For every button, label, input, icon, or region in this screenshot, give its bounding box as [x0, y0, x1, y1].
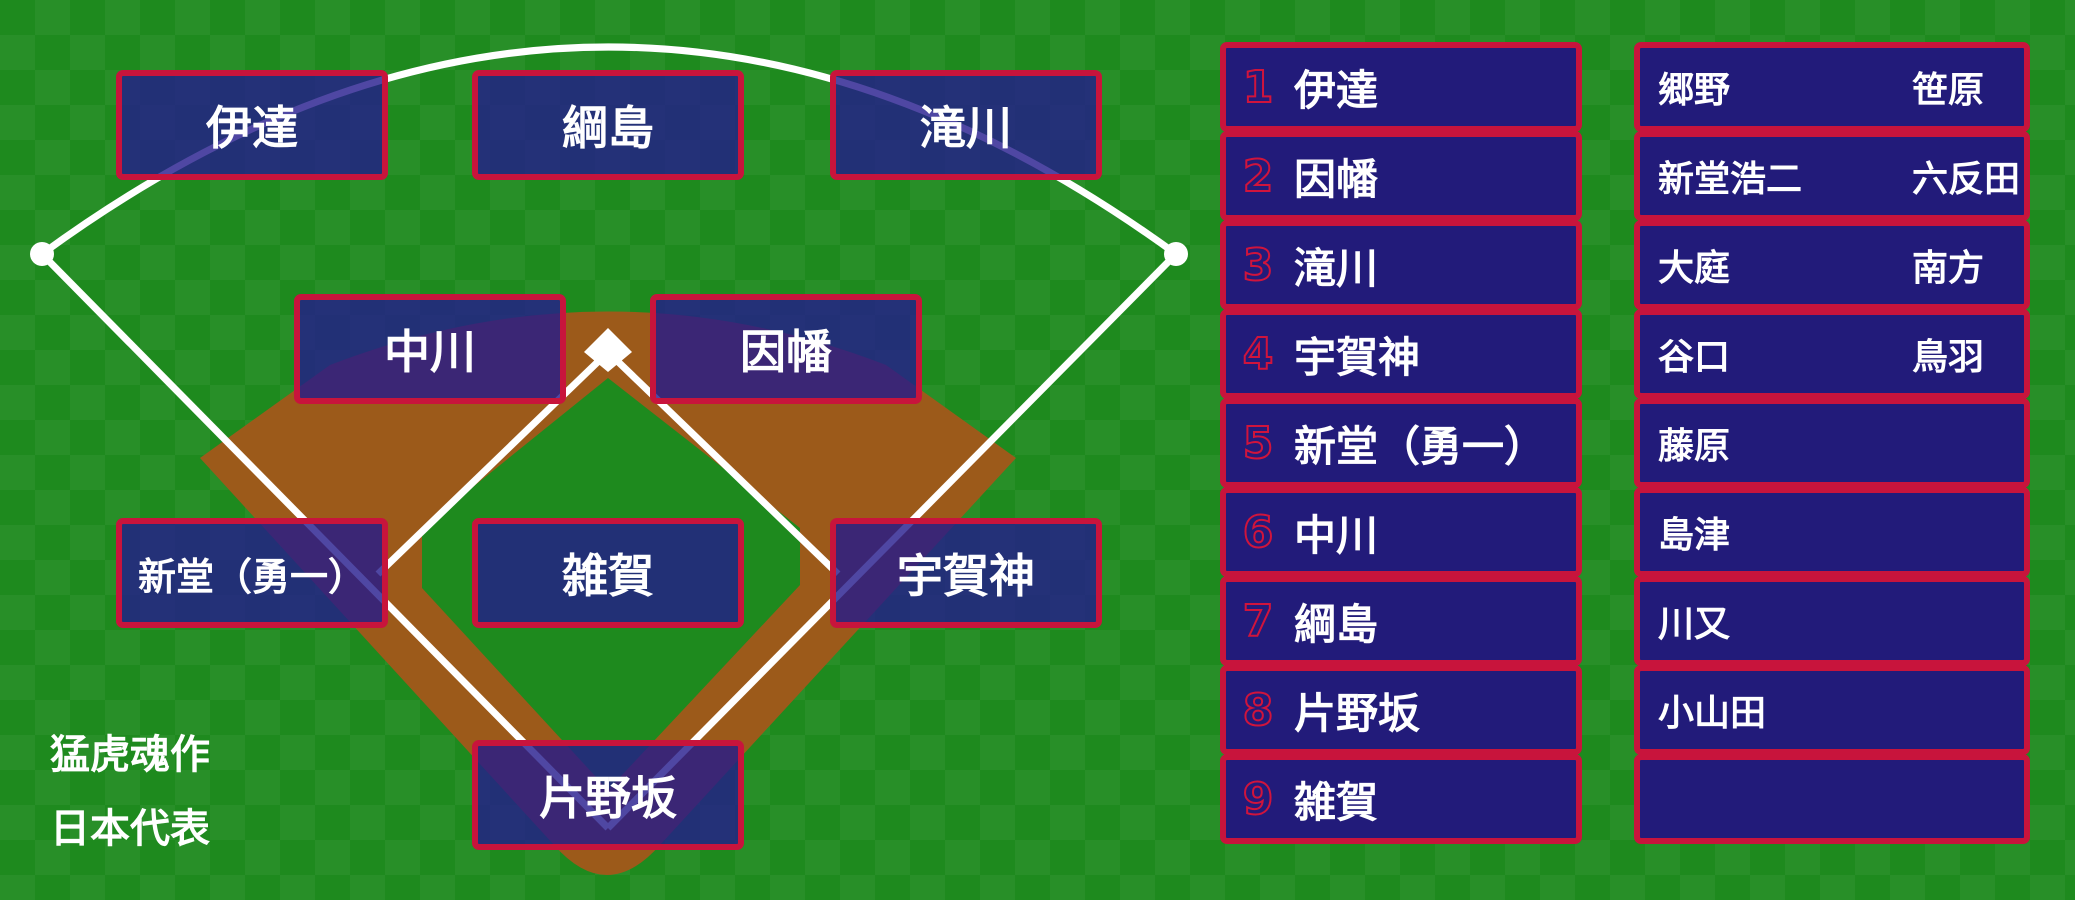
bench-player: 大庭 — [1658, 248, 1731, 289]
batting-order-name: 滝川 — [1294, 243, 1379, 293]
batting-order-number: 1 — [1242, 61, 1275, 114]
batting-order-row: 5 新堂（勇一） — [1220, 398, 1582, 488]
bench-player: 新堂浩二 — [1658, 159, 1803, 200]
batting-order-number: 4 — [1242, 328, 1275, 381]
position-left-field: 伊達 — [116, 70, 388, 180]
bench-row: 新堂浩二 六反田 — [1634, 131, 2030, 221]
batting-order-name: 宇賀神 — [1294, 332, 1421, 382]
bench-player: 鳥羽 — [1912, 337, 1985, 378]
bench-panel: 郷野 笹原 新堂浩二 六反田 大庭 南方 谷口 鳥羽 藤原 島津 川又 小山田 — [1634, 42, 2030, 844]
batting-order-row: 7 綱島 — [1220, 576, 1582, 666]
bench-player: 郷野 — [1658, 70, 1731, 111]
bench-row: 谷口 鳥羽 — [1634, 309, 2030, 399]
position-shortstop: 中川 — [294, 294, 566, 404]
position-pitcher: 雑賀 — [472, 518, 744, 628]
batting-order-number: 9 — [1242, 773, 1275, 826]
position-first-base: 宇賀神 — [830, 518, 1102, 628]
credit-line-1: 猛虎魂作 — [50, 732, 210, 778]
bench-player: 島津 — [1658, 515, 1731, 556]
batting-order-name: 伊達 — [1294, 65, 1379, 115]
credit-line-2: 日本代表 — [50, 806, 210, 852]
right-foul-pole — [1164, 242, 1188, 266]
bench-row: 郷野 笹原 — [1634, 42, 2030, 132]
bench-player: 笹原 — [1912, 70, 1985, 111]
bench-row-empty — [1634, 754, 2030, 844]
bench-row: 小山田 — [1634, 665, 2030, 755]
position-third-base: 新堂（勇一） — [116, 518, 388, 628]
baseline-second-first — [605, 349, 841, 577]
batting-order-row: 9 雑賀 — [1220, 754, 1582, 844]
bench-player: 藤原 — [1658, 426, 1731, 467]
second-base — [584, 328, 632, 372]
batting-order-row: 4 宇賀神 — [1220, 309, 1582, 399]
batting-order-number: 3 — [1242, 239, 1275, 292]
bench-row: 島津 — [1634, 487, 2030, 577]
bench-player: 小山田 — [1658, 693, 1767, 734]
batting-order-row: 3 滝川 — [1220, 220, 1582, 310]
bench-player: 谷口 — [1658, 337, 1731, 378]
batting-order-number: 6 — [1242, 506, 1275, 559]
batting-order-name: 雑賀 — [1294, 777, 1379, 827]
batting-order-number: 8 — [1242, 684, 1275, 737]
batting-order-number: 5 — [1242, 417, 1275, 470]
bench-row: 藤原 — [1634, 398, 2030, 488]
bench-player: 南方 — [1912, 248, 1985, 289]
batting-order-row: 8 片野坂 — [1220, 665, 1582, 755]
bench-player: 川又 — [1658, 604, 1731, 645]
batting-order-row: 2 因幡 — [1220, 131, 1582, 221]
batting-order-name: 新堂（勇一） — [1294, 421, 1547, 471]
batting-order-name: 因幡 — [1294, 154, 1379, 204]
batting-order-name: 片野坂 — [1294, 688, 1421, 738]
batting-order-row: 1 伊達 — [1220, 42, 1582, 132]
position-center-field: 綱島 — [472, 70, 744, 180]
baseline-third-second — [375, 349, 611, 577]
batting-order-number: 7 — [1242, 595, 1275, 648]
bench-row: 川又 — [1634, 576, 2030, 666]
batting-order-number: 2 — [1242, 150, 1275, 203]
position-second-base: 因幡 — [650, 294, 922, 404]
batting-order-name: 綱島 — [1294, 599, 1379, 649]
bench-row: 大庭 南方 — [1634, 220, 2030, 310]
position-catcher: 片野坂 — [472, 740, 744, 850]
bench-player: 六反田 — [1912, 159, 2021, 200]
position-right-field: 滝川 — [830, 70, 1102, 180]
left-foul-pole — [30, 242, 54, 266]
batting-order-name: 中川 — [1294, 510, 1379, 560]
batting-order-row: 6 中川 — [1220, 487, 1582, 577]
